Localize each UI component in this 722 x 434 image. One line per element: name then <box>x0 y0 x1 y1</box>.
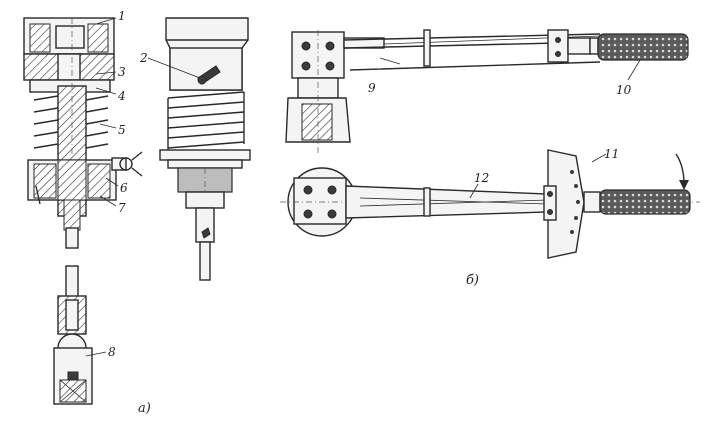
stem-bottom <box>63 199 81 231</box>
pointer-block <box>543 185 557 221</box>
base-plate <box>159 149 251 161</box>
cap-hatch-right <box>87 23 109 53</box>
label-8: 8 <box>108 345 116 359</box>
label-11: 11 <box>604 147 619 161</box>
shaft-lower <box>57 159 87 201</box>
label-6: 6 <box>120 181 128 195</box>
label-10: 10 <box>616 83 632 97</box>
lower-hatch-left <box>33 163 57 199</box>
force-arrow <box>675 153 685 185</box>
fig-b-wrench-top <box>280 149 700 259</box>
socket-hatch-b <box>301 103 333 141</box>
beam-12 <box>359 197 549 207</box>
cap-hatch-left <box>29 23 51 53</box>
socket-cross <box>59 379 87 403</box>
caption-a: а) <box>138 401 151 416</box>
handle-10 <box>597 33 689 61</box>
pin-2-head <box>197 75 207 85</box>
scale-marks <box>570 170 580 234</box>
lower-hatch-right <box>87 163 111 199</box>
label-12: 12 <box>474 171 489 185</box>
spring-a <box>33 95 109 149</box>
fig-a-external-view <box>159 17 251 281</box>
drive-pin <box>201 227 211 239</box>
wrench-head-square <box>293 177 347 225</box>
fig-b-wrench-side <box>285 29 689 156</box>
leader-lines <box>85 17 641 357</box>
force-arrowhead <box>679 180 689 190</box>
label-3: 3 <box>118 65 126 79</box>
handle-ferrule <box>567 37 591 55</box>
clamp-1 <box>423 29 431 67</box>
stem-tip <box>65 227 79 249</box>
label-4: 4 <box>117 89 126 103</box>
coupling-core <box>65 299 79 331</box>
head-lower <box>169 47 243 91</box>
spring-b <box>167 91 245 150</box>
extension-rod <box>65 265 79 299</box>
handle-bottom <box>599 189 691 215</box>
part-labels: 1 2 3 4 5 6 7 8 9 10 11 12 а) б) <box>108 9 632 416</box>
side-arrows <box>131 151 143 177</box>
scale-11 <box>547 149 585 259</box>
neck <box>185 191 225 209</box>
caption-b: б) <box>466 273 479 288</box>
lever-mark <box>35 185 41 205</box>
label-2: 2 <box>139 51 148 65</box>
drive-shank <box>199 241 211 281</box>
nut <box>55 25 85 49</box>
socket-key <box>67 371 79 381</box>
fig-a-section-view <box>23 17 143 405</box>
side-ring <box>119 157 133 171</box>
side-fitting <box>111 157 127 171</box>
label-7: 7 <box>118 201 126 215</box>
base-plate-2 <box>167 159 243 169</box>
tapered-beam <box>345 185 549 219</box>
label-1: 1 <box>118 9 126 23</box>
label-9: 9 <box>368 81 376 95</box>
thread-core <box>57 53 81 81</box>
label-5: 5 <box>118 123 126 137</box>
grip-block <box>547 29 569 63</box>
